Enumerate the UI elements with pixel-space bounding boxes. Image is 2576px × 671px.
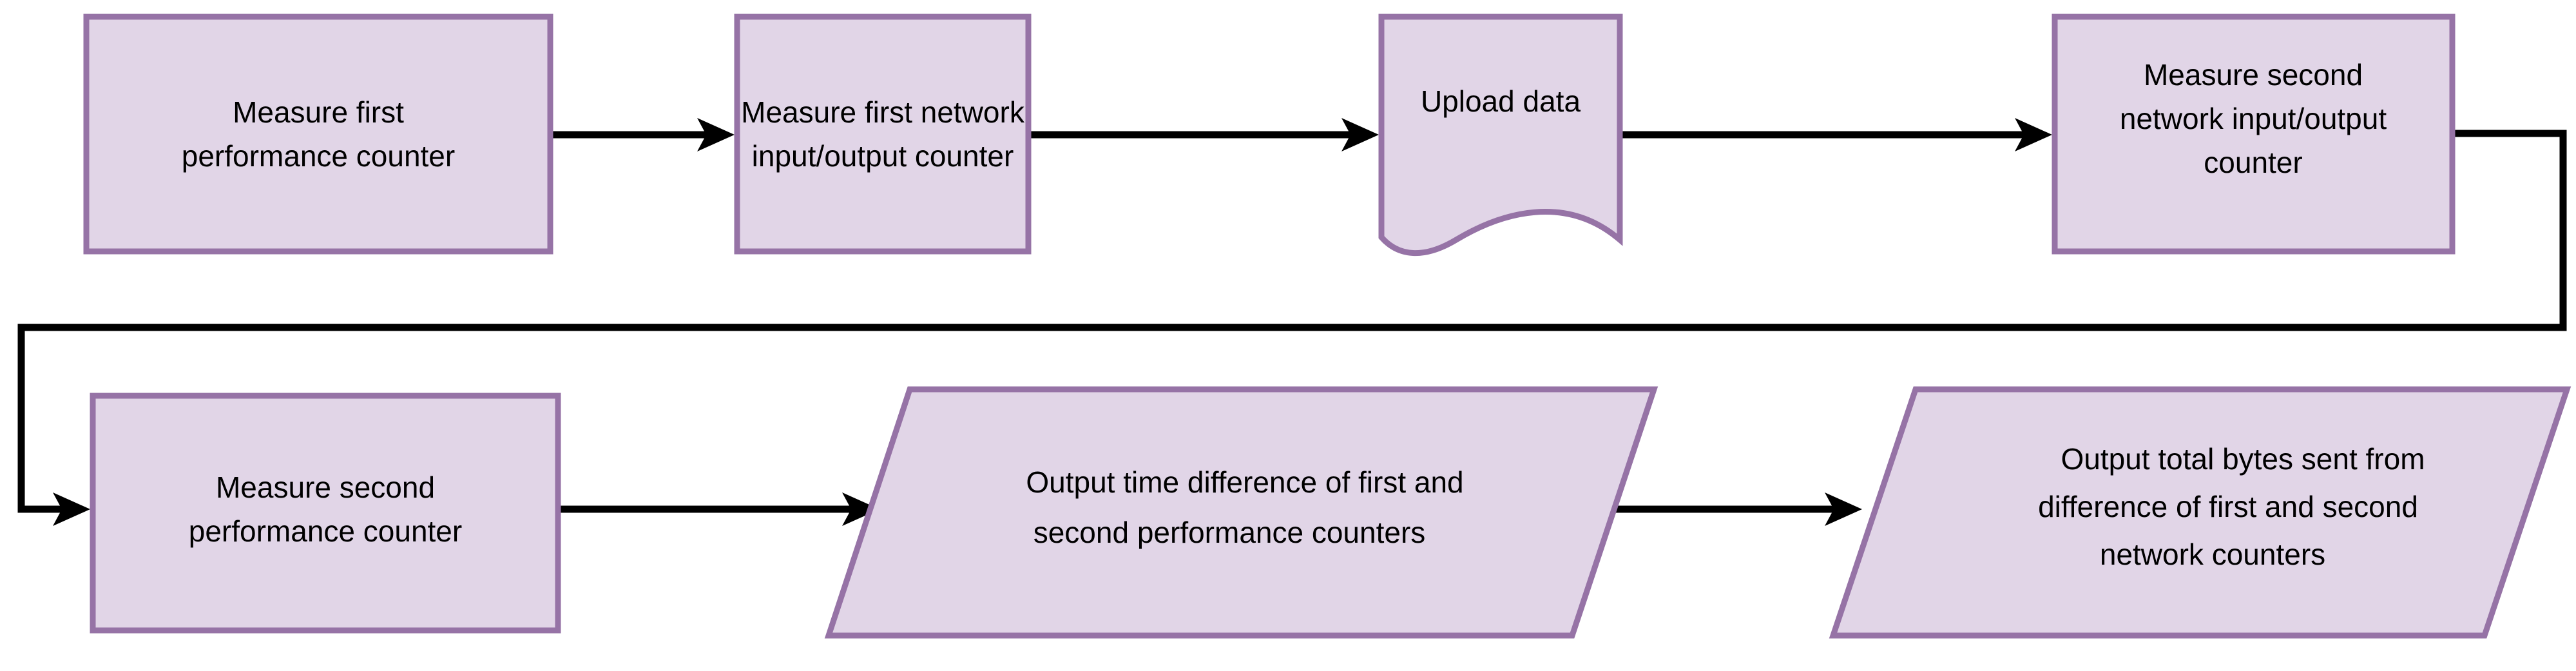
node-7-label-line-2: difference of first and second: [2038, 490, 2418, 523]
edge-second-performance-to-output-time-difference: [561, 492, 879, 526]
node-3-shape[interactable]: [1378, 14, 1623, 256]
node-5-shape[interactable]: [90, 393, 561, 634]
edge-5-arrowhead-icon: [842, 492, 879, 526]
edge-6-arrowhead-icon: [1825, 492, 1862, 526]
edge-output-time-difference-to-output-total-bytes: [1602, 492, 1862, 526]
node-output-total-bytes-sent[interactable]: Output total bytes sent from difference …: [1829, 386, 2571, 639]
node-7-shape[interactable]: [1829, 386, 2571, 639]
node-4-label-line-3: counter: [2204, 146, 2302, 179]
node-6-shape[interactable]: [824, 386, 1658, 639]
node-1-label-line-2: performance counter: [182, 139, 455, 173]
node-measure-second-network-io-counter[interactable]: Measure second network input/output coun…: [2052, 14, 2456, 255]
node-upload-data[interactable]: Upload data: [1378, 14, 1623, 256]
edge-second-network-io-to-second-performance: [17, 130, 2567, 526]
edge-network-io-to-upload-data: [1031, 118, 1379, 151]
edge-3-arrowhead-icon: [2015, 118, 2052, 151]
node-4-label-line-1: Measure second: [2144, 58, 2363, 92]
node-2-label-line-1: Measure first network: [741, 95, 1025, 129]
node-1-label-line-1: Measure first: [233, 95, 404, 129]
node-measure-first-network-io-counter[interactable]: Measure first network input/output count…: [734, 14, 1032, 255]
edge-2-arrowhead-icon: [1341, 118, 1379, 151]
node-5-label-line-2: performance counter: [189, 514, 462, 548]
node-2-shape[interactable]: [734, 14, 1032, 255]
node-4-shape[interactable]: [2052, 14, 2456, 255]
node-5-label-line-1: Measure second: [216, 471, 435, 504]
node-4-label-line-2: network input/output: [2120, 102, 2387, 135]
node-measure-first-performance-counter[interactable]: Measure first performance counter: [83, 14, 553, 255]
node-1-shape[interactable]: [83, 14, 553, 255]
edge-4-arrowhead-icon: [53, 492, 90, 526]
node-2-label-line-2: input/output counter: [752, 139, 1014, 173]
node-6-label-line-2: second performance counters: [1033, 516, 1426, 549]
node-7-label-line-1: Output total bytes sent from: [2061, 442, 2425, 476]
node-output-time-difference[interactable]: Output time difference of first and seco…: [824, 386, 1658, 639]
node-3-label-line-1: Upload data: [1421, 84, 1581, 118]
edge-upload-data-to-second-network-io: [1622, 118, 2052, 151]
node-measure-second-performance-counter[interactable]: Measure second performance counter: [90, 393, 561, 634]
node-7-label-line-3: network counters: [2100, 538, 2325, 571]
edge-4-path: [17, 130, 2567, 513]
edge-measure-first-performance-to-network-io: [553, 118, 735, 151]
node-6-label-line-1: Output time difference of first and: [1026, 465, 1463, 499]
edge-1-arrowhead-icon: [697, 118, 735, 151]
